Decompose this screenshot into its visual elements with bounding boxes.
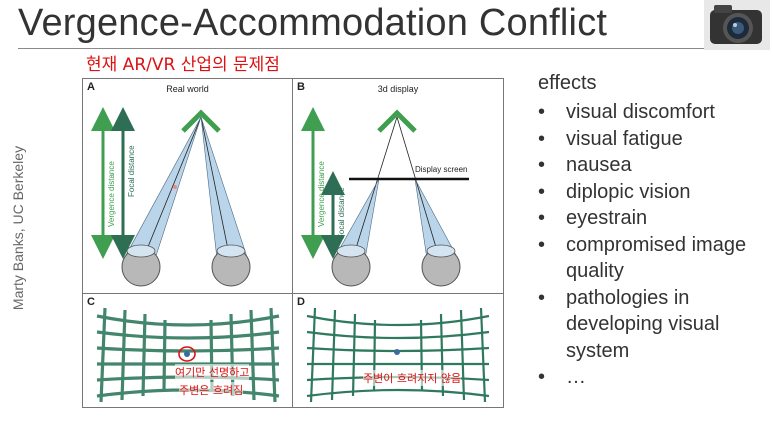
panel-d-letter: D xyxy=(297,296,305,308)
panel-c-letter: C xyxy=(87,296,95,308)
effect-item: nausea xyxy=(538,152,768,179)
slide-title: Vergence-Accommodation Conflict xyxy=(18,2,608,44)
panel-a-letter: A xyxy=(87,81,95,93)
panel-b-diagram xyxy=(301,107,469,287)
effect-item: visual fatigue xyxy=(538,126,768,153)
effect-item: eyestrain xyxy=(538,205,768,232)
panel-a-heading: Real world xyxy=(166,84,209,94)
effect-item: … xyxy=(538,364,768,391)
panel-a-diagram xyxy=(91,107,251,287)
panel-b-vergence-label: Vergence distance xyxy=(317,161,326,227)
panel-d-note: 주변이 흐려지지 않음 xyxy=(363,370,462,386)
vertical-credit: Marty Banks, UC Berkeley xyxy=(10,145,26,311)
panel-a-focal-label: Focal distance xyxy=(127,145,136,197)
panel-a-vergence-label: Vergence distance xyxy=(107,161,116,227)
panel-d-grid xyxy=(306,307,490,403)
panel-b-letter: B xyxy=(297,81,305,93)
panel-a: A Real world Vergence distance Focal dis… xyxy=(83,79,293,294)
panel-d: D 주변이 흐려지지 않음 xyxy=(293,294,503,407)
effect-item: diplopic vision xyxy=(538,179,768,206)
effects-heading: effects xyxy=(538,72,597,94)
panel-c-note-line2: 주변은 흐려짐 xyxy=(179,382,244,398)
panel-b: B 3d display Display screen Vergence dis… xyxy=(293,79,503,294)
handwritten-note: 현재 AR/VR 산업의 문제점 xyxy=(86,55,280,75)
panel-b-screen-label: Display screen xyxy=(415,165,468,174)
panel-b-focal-label: Focal distance xyxy=(337,187,346,239)
effect-item: pathologies in developing visual system xyxy=(538,285,768,365)
figure-box: A Real world Vergence distance Focal dis… xyxy=(82,78,504,408)
effect-item: visual discomfort xyxy=(538,99,768,126)
panel-b-heading: 3d display xyxy=(377,84,419,94)
effect-item: compromised image quality xyxy=(538,232,768,285)
effects-list: effects visual discomfort visual fatigue… xyxy=(538,72,768,391)
camera-logo xyxy=(704,0,770,50)
panel-c-note-line1: 여기만 선명하고 xyxy=(175,364,250,380)
title-rule xyxy=(18,48,708,49)
panel-c: C 여기만 선명하고 주변은 흐려짐 xyxy=(83,294,293,407)
